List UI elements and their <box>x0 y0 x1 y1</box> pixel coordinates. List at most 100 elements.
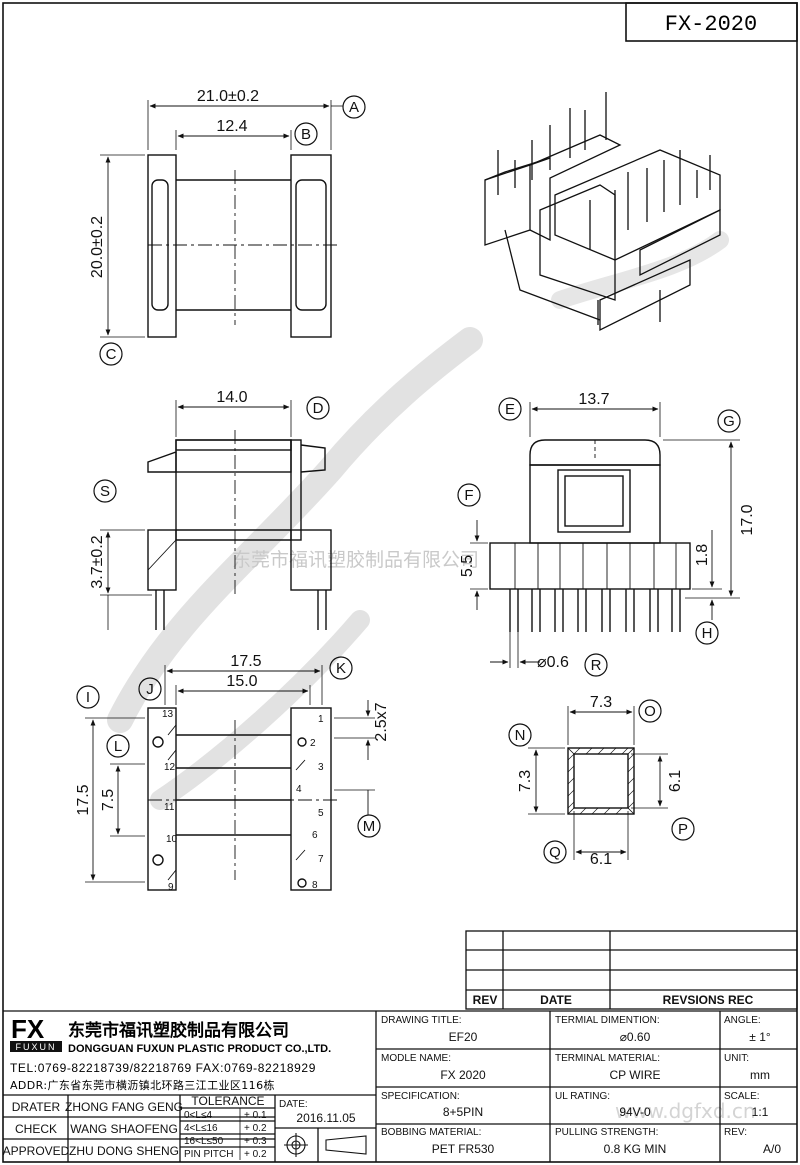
role-approved: APPROVED <box>3 1144 70 1158</box>
terminal-material-label: TERMINAL MATERIAL: <box>555 1053 660 1064</box>
watermark-company: 东莞市福讯塑胶制品有限公司 <box>232 549 479 571</box>
title-block-lines <box>3 1010 797 1162</box>
callout-r: R <box>591 657 602 674</box>
dim-b-value: 12.4 <box>216 118 247 135</box>
part-number: FX-2020 <box>665 12 757 37</box>
callout-g: G <box>723 413 735 430</box>
tolerance-value: + 0.1 <box>244 1110 267 1121</box>
watermark-logo-stroke <box>150 610 370 810</box>
company-address: ADDR:广东省东莞市横沥镇北环路三江工业区116栋 <box>10 1078 275 1092</box>
role-check: CHECK <box>15 1122 57 1136</box>
pin-label: 13 <box>162 709 174 720</box>
pin-label: 7 <box>318 854 324 865</box>
callout-b: B <box>301 126 311 143</box>
tolerance-range: PIN PITCH <box>184 1149 233 1160</box>
callout-letters: A B C D E F G H I J K L M N O P Q R S <box>86 99 735 861</box>
tolerance-range: 16<L≤50 <box>184 1136 224 1147</box>
header-box: FX-2020 <box>625 2 798 42</box>
dim-p-value: 6.1 <box>667 770 684 792</box>
watermark-site: www.dgfxd.cn <box>615 1099 756 1123</box>
bottom-view <box>85 665 375 891</box>
callout-f: F <box>464 487 473 504</box>
dim-a-value: 21.0±0.2 <box>197 88 259 105</box>
callout-n: N <box>515 727 526 744</box>
projection-symbol-icon <box>284 1133 367 1157</box>
tolerance-value: + 0.2 <box>244 1123 267 1134</box>
dim-s-value: 3.7±0.2 <box>89 535 106 588</box>
date-value: 2016.11.05 <box>296 1111 355 1125</box>
company-name-en: DONGGUAN FUXUN PLASTIC PRODUCT CO.,LTD. <box>68 1043 331 1055</box>
callout-c: C <box>106 346 117 363</box>
ul-rating-value: 94V-0 <box>619 1105 651 1119</box>
watermark-logo-stroke <box>551 231 729 309</box>
side-view <box>100 400 332 630</box>
ul-rating-label: UL RATING: <box>555 1091 610 1102</box>
dim-j-value: 15.0 <box>226 673 257 690</box>
logo-subtext: FUXUN <box>16 1042 57 1052</box>
revision-header-date: DATE <box>540 993 572 1007</box>
pin-numbers-right: 1 2 3 4 5 6 7 8 <box>296 714 324 891</box>
rev-value: A/0 <box>763 1142 781 1156</box>
revision-header-rev: REV <box>473 993 498 1007</box>
scale-label: SCALE: <box>724 1091 760 1102</box>
pin-label: 3 <box>318 762 324 773</box>
callout-bubbles <box>76 95 741 864</box>
revision-header-rec: REVSIONS REC <box>663 993 754 1007</box>
watermark-logo-stroke <box>107 327 483 733</box>
rev-label: REV: <box>724 1127 747 1138</box>
company-name-cn: 东莞市福讯塑胶制品有限公司 <box>68 1020 289 1041</box>
callout-p: P <box>678 821 688 838</box>
dim-r-value: ⌀0.6 <box>537 654 569 671</box>
callout-l: L <box>114 738 122 755</box>
pin-label: 9 <box>168 882 174 893</box>
callout-e: E <box>505 401 515 418</box>
pin-label: 8 <box>312 880 318 891</box>
isometric-view <box>484 92 721 332</box>
terminal-dimention-value: ⌀0.60 <box>620 1030 651 1044</box>
section-view <box>528 706 668 860</box>
specification-value: 8+5PIN <box>443 1105 483 1119</box>
callout-i: I <box>86 689 90 706</box>
dim-l-value: 7.5 <box>100 789 117 811</box>
callout-d: D <box>313 400 324 417</box>
callout-a: A <box>349 99 359 116</box>
terminal-material-value: CP WIRE <box>609 1068 660 1082</box>
dim-n-value: 7.3 <box>517 770 534 792</box>
pin-label: 1 <box>318 714 324 725</box>
module-name-value: FX 2020 <box>440 1068 486 1082</box>
callout-j: J <box>146 681 154 698</box>
role-drater: DRATER <box>12 1100 61 1114</box>
bobbin-material-label: BOBBING MATERIAL: <box>381 1127 481 1138</box>
specification-label: SPECIFICATION: <box>381 1091 460 1102</box>
tolerance-value: + 0.2 <box>244 1149 267 1160</box>
module-name-label: MODLE NAME: <box>381 1053 451 1064</box>
pin-label: 2 <box>310 738 316 749</box>
dim-f-value: 5.5 <box>459 555 476 577</box>
company-tel: TEL:0769-82218739/82218769 FAX:0769-8221… <box>10 1061 316 1075</box>
callout-q: Q <box>549 844 561 861</box>
pin-label: 11 <box>164 802 175 813</box>
name-drater: ZHONG FANG GENG <box>65 1100 183 1114</box>
tolerance-title: TOLERANCE <box>191 1094 264 1108</box>
dim-c-value: 20.0±0.2 <box>89 216 106 278</box>
company-logo: FX FUXUN <box>10 1014 62 1052</box>
drawing-title-value: EF20 <box>449 1030 478 1044</box>
front-view <box>470 402 740 668</box>
drawing-title-label: DRAWING TITLE: <box>381 1015 462 1026</box>
dim-d-value: 14.0 <box>216 389 247 406</box>
pin-numbers-left: 13 12 11 10 9 <box>162 709 178 893</box>
bobbin-material-value: PET FR530 <box>432 1142 495 1156</box>
revision-table <box>465 930 798 1010</box>
terminal-dimention-label: TERMIAL DIMENTION: <box>555 1015 660 1026</box>
name-approved: ZHU DONG SHENG <box>69 1144 179 1158</box>
pin-label: 12 <box>164 762 176 773</box>
tolerance-value: + 0.3 <box>244 1136 267 1147</box>
dim-h-value: 1.8 <box>694 544 711 566</box>
dim-q-value: 6.1 <box>590 851 612 868</box>
dim-e-value: 13.7 <box>578 391 609 408</box>
logo-mark: FX <box>11 1014 45 1044</box>
angle-value: ± 1° <box>749 1030 771 1044</box>
top-view <box>100 100 343 338</box>
date-label: DATE: <box>279 1099 308 1110</box>
